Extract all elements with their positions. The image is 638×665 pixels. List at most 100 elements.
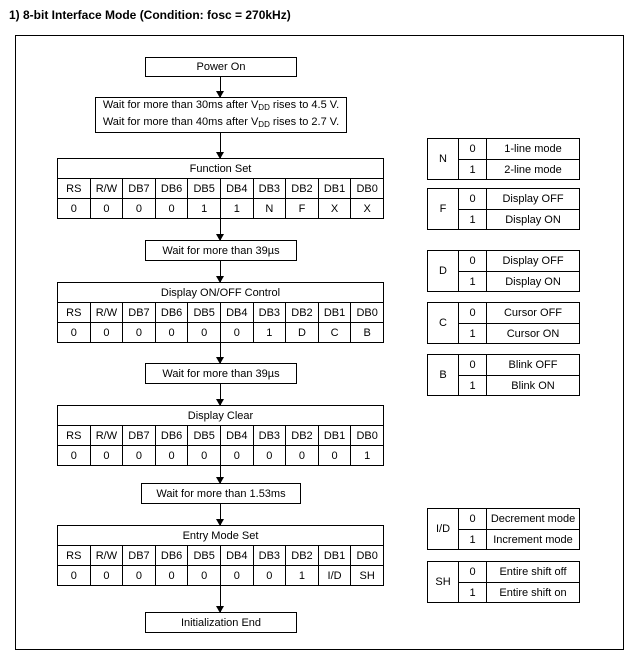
legend-description: Display OFF [502, 193, 564, 205]
legend-bit-value: 1 [459, 583, 487, 602]
bit-value-cell: 1 [285, 566, 318, 585]
down-arrow [216, 504, 224, 526]
bit-value-cell: 0 [89, 446, 123, 465]
bit-value-cell: 0 [219, 446, 253, 465]
legend-bit-label: N [428, 139, 459, 179]
bit-value-cell: SH [350, 566, 383, 585]
column-header-cell: DB1 [317, 426, 351, 445]
column-header-cell: DB3 [252, 426, 286, 445]
legend-bit-label: C [428, 303, 459, 343]
bit-value-cell: 0 [70, 202, 77, 215]
wait-power-line-1: Wait for more than 30ms after VDD rises … [103, 98, 339, 115]
vdd-subscript: DD [258, 103, 270, 112]
down-arrow [216, 466, 224, 484]
column-header-cell: DB5 [187, 179, 220, 198]
bit-value-cell: F [285, 199, 318, 218]
bit-value-cell: 0 [122, 446, 155, 465]
legend-bit-label: F [428, 189, 459, 229]
down-arrow [216, 261, 224, 283]
column-header-cell: DB7 [122, 426, 155, 445]
legend-description: Display ON [505, 275, 561, 288]
legend-bit-value: 0 [459, 355, 487, 375]
column-header-cell: RS [66, 429, 82, 442]
legend-bit-value: 1 [459, 160, 487, 179]
wait-power-line-2-pre: Wait for more than 40ms after V [102, 116, 259, 128]
column-header-cell: DB7 [122, 303, 155, 322]
legend-description: Decrement mode [490, 513, 576, 525]
legend-bit-value: 1 [459, 376, 487, 395]
bit-value-cell: 0 [219, 323, 253, 342]
flow-box-wait-39us-1: Wait for more than 39µs [145, 240, 297, 261]
down-arrow [216, 77, 224, 98]
flow-box-initialization-end: Initialization End [145, 612, 297, 633]
legend-row: 1 2-line mode [459, 159, 579, 179]
legend-description: Display ON [505, 213, 561, 226]
flow-box-wait-153ms: Wait for more than 1.53ms [141, 483, 301, 504]
column-header-cell: DB6 [154, 546, 188, 565]
column-header-cell: DB3 [252, 179, 286, 198]
bit-value-cell: 0 [89, 323, 123, 342]
column-header-cell: DB7 [122, 179, 155, 198]
legend-description: Display OFF [502, 255, 564, 267]
legend-description: Cursor OFF [503, 307, 563, 319]
legend-row: 1 Entire shift on [459, 582, 579, 602]
command-table-title: Display Clear [58, 406, 383, 426]
column-header-cell: DB1 [317, 546, 351, 565]
page-title: 1) 8-bit Interface Mode (Condition: fosc… [9, 8, 291, 22]
column-header-cell: RS [66, 306, 82, 319]
bit-value-cell: C [317, 323, 351, 342]
wait-power-line-1-pre: Wait for more than 30ms after V [102, 99, 259, 111]
legend-description: Increment mode [493, 533, 573, 546]
column-header-cell: DB2 [285, 179, 318, 198]
bit-value-cell: 0 [89, 566, 123, 585]
column-header-cell: DB4 [219, 303, 253, 322]
column-header-cell: DB2 [285, 303, 318, 322]
bit-value-cell: 0 [187, 446, 220, 465]
legend-description: Entire shift on [499, 586, 567, 599]
column-header-cell: DB1 [317, 179, 351, 198]
legend-description: 2-line mode [504, 163, 562, 176]
legend-bit-value: 0 [459, 139, 487, 159]
legend-bit-value: 1 [459, 324, 487, 343]
bit-value-cell: D [285, 323, 318, 342]
wait-power-line-2-post: rises to 2.7 V. [269, 116, 340, 128]
command-table-title: Function Set [58, 159, 383, 179]
bit-value-cell: 0 [70, 569, 77, 582]
bit-value-cell: B [350, 323, 383, 342]
legend-bit-value: 1 [459, 530, 487, 549]
bit-value-cell: 0 [89, 199, 123, 218]
column-header-cell: DB2 [285, 546, 318, 565]
column-header-cell: RS [66, 549, 82, 562]
down-arrow [216, 133, 224, 159]
column-header-cell: DB5 [187, 303, 220, 322]
bit-value-cell: 1 [219, 199, 253, 218]
legend-bit-value: 1 [459, 210, 487, 229]
legend-bit-label: SH [428, 562, 459, 602]
bit-value-cell: X [350, 199, 383, 218]
legend-row: 0 Display OFF [459, 251, 579, 271]
legend-bit-value: 0 [459, 509, 487, 529]
column-header-cell: DB7 [122, 546, 155, 565]
legend-bit-value: 0 [459, 251, 487, 271]
flow-box-wait-39us-2: Wait for more than 39µs [145, 363, 297, 384]
column-header-cell: DB0 [350, 179, 383, 198]
